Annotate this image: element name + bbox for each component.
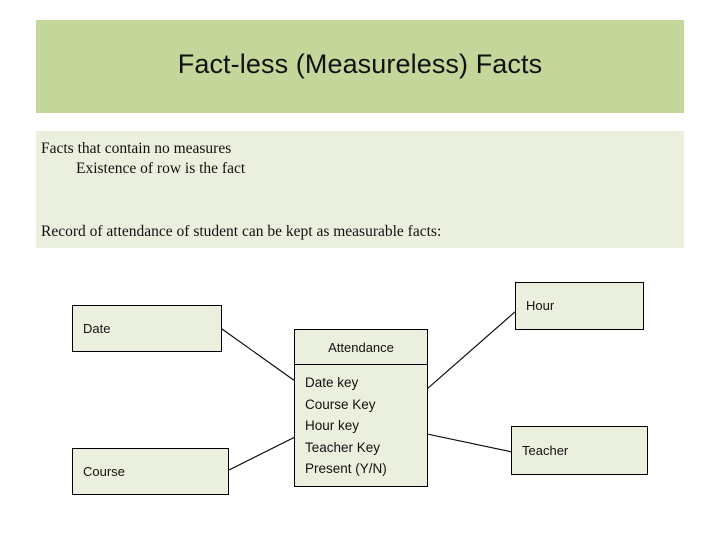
fact-table-header: Attendance bbox=[295, 330, 427, 365]
dimension-box-teacher[interactable]: Teacher bbox=[511, 426, 648, 475]
fact-field-present: Present (Y/N) bbox=[305, 461, 387, 476]
fact-table-title: Attendance bbox=[328, 339, 394, 355]
dimension-label-hour: Hour bbox=[526, 298, 555, 313]
connector-course-attendance bbox=[228, 436, 296, 471]
dimension-box-hour[interactable]: Hour bbox=[515, 282, 644, 330]
body-content-band: Facts that contain no measures Existence… bbox=[36, 131, 684, 248]
fact-table-attendance[interactable]: Attendance Date key Course Key Hour key … bbox=[294, 329, 428, 487]
connector-date-attendance bbox=[221, 328, 296, 382]
dimension-label-course: Course bbox=[83, 464, 125, 479]
dimension-label-date: Date bbox=[83, 321, 111, 336]
fact-field-date-key: Date key bbox=[305, 375, 359, 390]
dimension-label-teacher: Teacher bbox=[522, 443, 569, 458]
body-bullet-primary: Facts that contain no measures bbox=[41, 140, 232, 157]
page-title: Fact-less (Measureless) Facts bbox=[177, 49, 543, 79]
fact-table-field-list: Date key Course Key Hour key Teacher Key… bbox=[305, 372, 423, 480]
body-paragraph-example: Record of attendance of student can be k… bbox=[41, 223, 442, 240]
dimension-box-course[interactable]: Course bbox=[72, 448, 229, 495]
body-bullet-sub: Existence of row is the fact bbox=[76, 160, 246, 177]
fact-field-course-key: Course Key bbox=[305, 396, 376, 412]
dimension-box-date[interactable]: Date bbox=[72, 305, 222, 352]
connector-hour-attendance bbox=[426, 310, 517, 390]
fact-field-hour-key: Hour key bbox=[305, 418, 360, 433]
fact-field-teacher-key: Teacher Key bbox=[305, 439, 381, 455]
title-band: Fact-less (Measureless) Facts bbox=[36, 20, 684, 113]
connector-teacher-attendance bbox=[426, 433, 513, 453]
